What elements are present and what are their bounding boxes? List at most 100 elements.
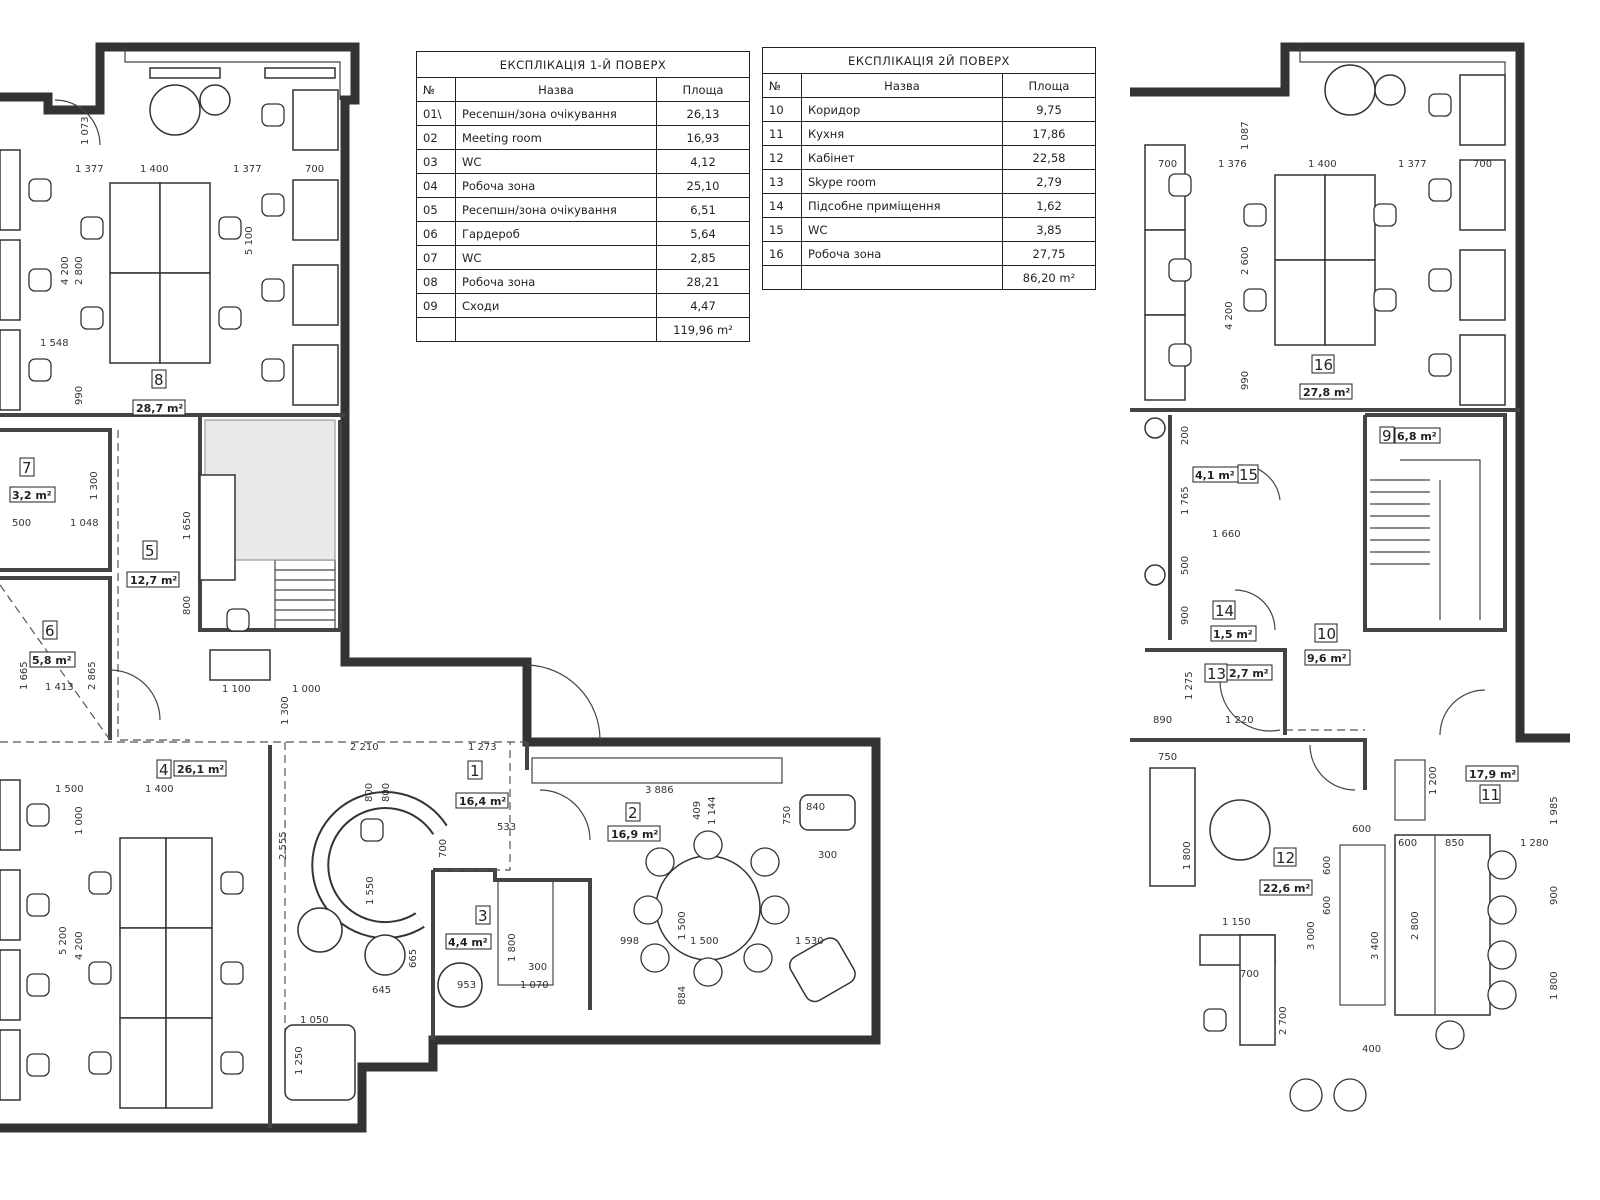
svg-text:6,8 m²: 6,8 m²: [1397, 430, 1437, 443]
svg-text:890: 890: [1153, 715, 1172, 726]
storage: [1339, 844, 1386, 1006]
desk: [1459, 249, 1506, 321]
office-chair: [220, 871, 244, 895]
room-name: Кабінет: [801, 145, 1003, 170]
svg-text:800: 800: [381, 783, 392, 802]
svg-text:5: 5: [145, 542, 155, 560]
office-chair: [26, 803, 50, 827]
desk: [0, 239, 21, 321]
svg-text:600: 600: [1322, 856, 1333, 875]
svg-text:409: 409: [692, 801, 703, 820]
svg-text:4 200: 4 200: [1224, 301, 1235, 330]
svg-text:1 985: 1 985: [1549, 796, 1560, 825]
svg-text:1 273: 1 273: [468, 742, 497, 753]
svg-text:4: 4: [159, 761, 169, 779]
svg-text:1 050: 1 050: [300, 1015, 329, 1026]
room-area: 5,64: [656, 221, 750, 246]
svg-text:5 200: 5 200: [58, 926, 69, 955]
office-chair: [1373, 288, 1397, 312]
svg-text:1 660: 1 660: [1212, 529, 1241, 540]
svg-text:1 250: 1 250: [294, 1046, 305, 1075]
svg-text:645: 645: [372, 985, 391, 996]
office-desk: [1239, 934, 1276, 1046]
svg-text:26,1 m²: 26,1 m²: [177, 763, 224, 776]
room-14-label: 141,5 m²: [1210, 600, 1257, 642]
room-6-label: 65,8 m²: [29, 620, 76, 668]
svg-text:1,5 m²: 1,5 m²: [1213, 628, 1253, 641]
svg-text:13: 13: [1207, 665, 1226, 683]
desk: [0, 149, 21, 231]
svg-text:1 548: 1 548: [40, 338, 69, 349]
svg-text:1 550: 1 550: [365, 876, 376, 905]
desk: [292, 89, 339, 151]
side-table: [1374, 74, 1406, 106]
room-area: 9,75: [1002, 97, 1096, 122]
radiator: [264, 67, 336, 79]
room-name: Кухня: [801, 121, 1003, 146]
svg-text:800: 800: [364, 783, 375, 802]
room-number: 05: [416, 197, 456, 222]
door-swing: [526, 664, 601, 741]
svg-text:1 300: 1 300: [280, 696, 291, 725]
svg-text:1 220: 1 220: [1225, 715, 1254, 726]
explication-table-floor-1: ЕКСПЛІКАЦІЯ 1-Й ПОВЕРХ № Назва Площа 01\…: [416, 51, 750, 342]
office-chair: [261, 193, 285, 217]
room-name: Підсобне приміщення: [801, 193, 1003, 218]
svg-text:900: 900: [1180, 606, 1191, 625]
lounge-chair: [1324, 64, 1376, 116]
wall: [0, 576, 112, 740]
svg-text:1 377: 1 377: [1398, 159, 1427, 170]
room-number: 03: [416, 149, 456, 174]
svg-text:998: 998: [620, 936, 639, 947]
room-name: WC: [455, 245, 657, 270]
armchair: [297, 907, 343, 953]
svg-text:700: 700: [1240, 969, 1259, 980]
room-area: 2,85: [656, 245, 750, 270]
office-chair: [80, 306, 104, 330]
desk: [292, 264, 339, 326]
office-chair: [360, 818, 384, 842]
room-area: 2,79: [1002, 169, 1096, 194]
office-chair: [1243, 203, 1267, 227]
room-area: 17,86: [1002, 121, 1096, 146]
floor-2-outer-wall: [1130, 42, 1570, 743]
svg-text:6: 6: [45, 622, 55, 640]
room-number: 12: [762, 145, 802, 170]
desk: [1274, 259, 1326, 346]
column-header: №: [416, 77, 456, 102]
desk: [0, 1029, 21, 1101]
svg-text:3 000: 3 000: [1306, 921, 1317, 950]
door-swing: [1439, 689, 1486, 736]
desk: [119, 927, 167, 1019]
desk: [292, 179, 339, 241]
pouf: [364, 934, 406, 976]
armchair: [789, 937, 856, 1003]
pouf: [1333, 1078, 1367, 1112]
column-header: Площа: [656, 77, 750, 102]
svg-text:1 800: 1 800: [1182, 841, 1193, 870]
room-number: 14: [762, 193, 802, 218]
office-chair: [88, 961, 112, 985]
svg-text:1 500: 1 500: [690, 936, 719, 947]
room-area: 4,47: [656, 293, 750, 318]
svg-text:2 800: 2 800: [1410, 911, 1421, 940]
svg-text:9,6 m²: 9,6 m²: [1307, 652, 1347, 665]
svg-text:1 400: 1 400: [1308, 159, 1337, 170]
room-name: WC: [801, 217, 1003, 242]
cabinet: [1149, 767, 1196, 887]
room-4-label: 4 26,1 m²: [156, 759, 227, 779]
svg-text:4 200: 4 200: [60, 256, 71, 285]
svg-text:1 500: 1 500: [677, 911, 688, 940]
office-chair: [28, 178, 52, 202]
svg-text:1 650: 1 650: [182, 511, 193, 540]
room-name: WC: [455, 149, 657, 174]
svg-text:15: 15: [1239, 466, 1258, 484]
office-chair: [1428, 353, 1452, 377]
svg-text:9: 9: [1382, 427, 1392, 445]
svg-text:8: 8: [154, 371, 164, 389]
sink: [1144, 564, 1166, 586]
room-name: Робоча зона: [801, 241, 1003, 266]
